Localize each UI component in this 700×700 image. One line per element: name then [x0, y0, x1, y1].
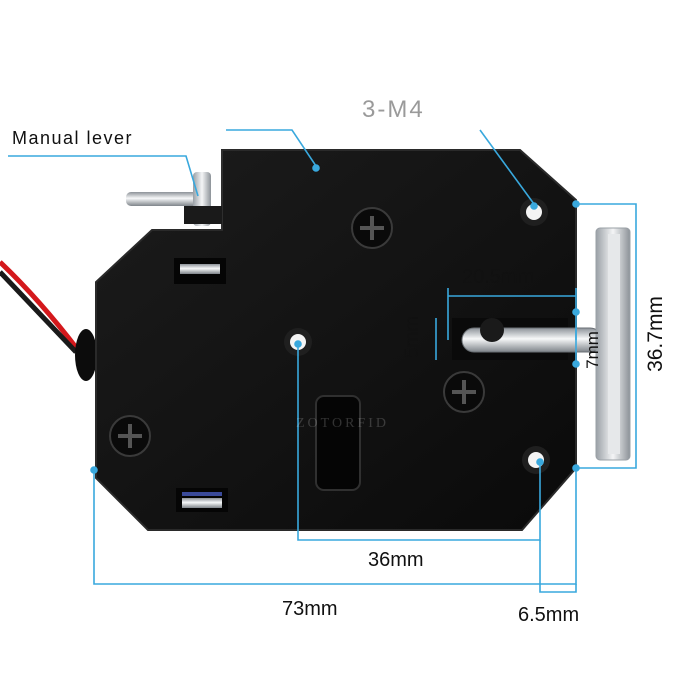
mounting-hole-icon	[522, 446, 550, 474]
mounting-hole-icon	[520, 198, 548, 226]
offset-dimension: 6.5mm	[518, 604, 580, 626]
lock-body	[95, 149, 577, 531]
lead-wires	[0, 260, 97, 381]
manual-lever	[126, 172, 222, 226]
phillips-screw-icon	[109, 415, 151, 457]
phillips-screw-icon	[351, 207, 393, 249]
overall-width-dimension: 73mm	[282, 598, 338, 620]
hole-spacing-dimension: 36mm	[368, 549, 424, 571]
latch-window	[315, 395, 361, 491]
mount-holes-label: 3-M4	[362, 96, 425, 123]
manual-lever-label: Manual lever	[12, 128, 134, 148]
watermark: ZOTORFID	[296, 416, 389, 431]
bolt-thickness-dimension: 7mm	[582, 331, 602, 369]
bolt-width-dimension: 20.5mm	[462, 266, 535, 288]
plate-height-dimension: 36.7mm	[643, 296, 667, 372]
bolt-height-dimension: 5mm	[402, 315, 424, 359]
dimension-lines	[8, 129, 637, 593]
lock-bolt	[452, 318, 603, 360]
phillips-screw-icon	[443, 371, 485, 413]
strike-plate	[595, 227, 631, 461]
bottom-slot	[176, 488, 228, 512]
top-slot	[174, 258, 226, 284]
